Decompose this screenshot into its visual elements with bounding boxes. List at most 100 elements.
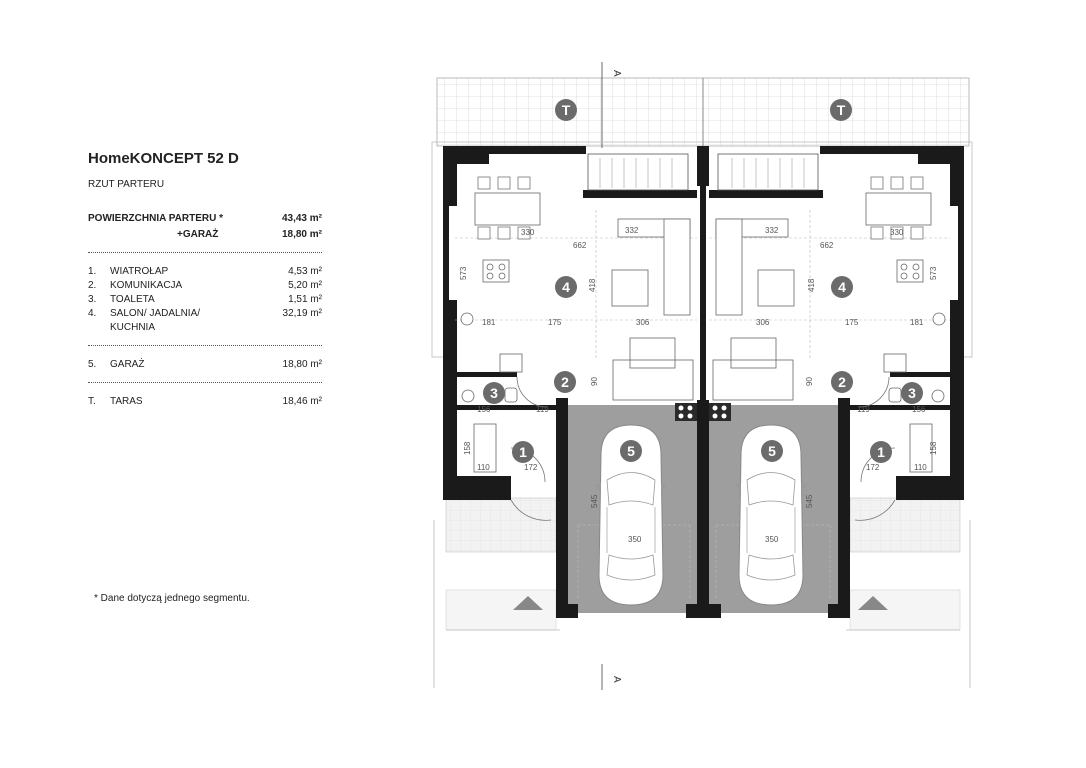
room-row: 3. TOALETA 1,51 m² bbox=[88, 293, 322, 307]
room-badges: T T 4 4 2 2 3 3 1 1 5 5 bbox=[483, 99, 923, 463]
dim-label: 172 bbox=[866, 463, 880, 472]
dim-label: 545 bbox=[590, 494, 599, 508]
room-name: KOMUNIKACJA bbox=[110, 280, 183, 291]
room-name: TOALETA bbox=[110, 294, 155, 305]
room-area: 5,20 m² bbox=[288, 280, 322, 291]
dim-label: 332 bbox=[625, 226, 639, 235]
room-area: 32,19 m² bbox=[282, 308, 322, 319]
area-label: POWIERZCHNIA PARTERU * bbox=[88, 213, 223, 224]
dim-label: 418 bbox=[807, 278, 816, 292]
dim-label: 350 bbox=[628, 535, 642, 544]
dim-label: 119 bbox=[857, 405, 870, 414]
room-row-continued: KUCHNIA bbox=[88, 321, 322, 335]
dim-label: 330 bbox=[890, 228, 904, 237]
room-name: WIATROŁAP bbox=[110, 266, 169, 277]
room-number: T. bbox=[88, 396, 96, 407]
badge-label: 1 bbox=[877, 444, 885, 460]
dim-label: 156 bbox=[912, 405, 926, 414]
dim-label: 573 bbox=[459, 266, 468, 280]
walls bbox=[443, 146, 964, 618]
furniture-right bbox=[712, 176, 946, 473]
dimension-labels: 330 662 332 573 418 181 175 306 90 156 1… bbox=[459, 226, 938, 544]
badge-room-5-right bbox=[761, 440, 783, 462]
terrace-row: T. TARAS 18,46 m² bbox=[88, 395, 322, 409]
separator bbox=[88, 382, 322, 383]
dim-label: 110 bbox=[477, 463, 490, 472]
dim-label: 158 bbox=[929, 441, 938, 455]
dim-label: 119 bbox=[536, 405, 549, 414]
room-number: 2. bbox=[88, 280, 97, 291]
footnote: * Dane dotyczą jednego segmentu. bbox=[94, 593, 250, 604]
room-name: SALON/ JADALNIA/ bbox=[110, 308, 201, 319]
room-row: 1. WIATROŁAP 4,53 m² bbox=[88, 265, 322, 279]
room-number: 4. bbox=[88, 308, 97, 319]
room-name: TARAS bbox=[110, 396, 143, 407]
dim-label: 110 bbox=[914, 463, 927, 472]
dim-label: 90 bbox=[590, 377, 599, 386]
garage-room-row: 5.GARAŻ 18,80 m² bbox=[88, 358, 322, 372]
badge-terrace-left bbox=[555, 99, 577, 121]
badge-label: 1 bbox=[519, 444, 527, 460]
dim-label: 175 bbox=[845, 318, 859, 327]
entry-arrow-right bbox=[858, 596, 888, 610]
badge-room-4-right bbox=[831, 276, 853, 298]
garage-area-label: +GARAŻ bbox=[177, 229, 219, 240]
badge-room-5-left bbox=[620, 440, 642, 462]
area-value: 43,43 m² bbox=[281, 213, 322, 224]
dim-label: 306 bbox=[636, 318, 650, 327]
dim-label: 158 bbox=[463, 441, 472, 455]
dim-label: 545 bbox=[805, 494, 814, 508]
badge-label: 5 bbox=[627, 443, 635, 459]
dim-label: 306 bbox=[756, 318, 770, 327]
room-name: KUCHNIA bbox=[110, 322, 156, 333]
dim-label: 156 bbox=[477, 405, 491, 414]
badge-room-2-left bbox=[554, 371, 576, 393]
dim-label: 662 bbox=[820, 241, 834, 250]
furniture-left bbox=[460, 176, 694, 473]
room-area: 1,51 m² bbox=[288, 294, 322, 305]
dim-label: 350 bbox=[765, 535, 779, 544]
room-area: 18,46 m² bbox=[282, 396, 322, 407]
section-marker-top: A bbox=[611, 70, 622, 77]
room-area: 4,53 m² bbox=[288, 266, 322, 277]
badge-label: 3 bbox=[908, 385, 916, 401]
dim-label: 181 bbox=[910, 318, 924, 327]
badge-label: 4 bbox=[838, 279, 846, 295]
dim-label: 90 bbox=[805, 377, 814, 386]
room-name: GARAŻ bbox=[110, 359, 145, 370]
dim-label: 181 bbox=[482, 318, 496, 327]
area-row: POWIERZCHNIA PARTERU * 43,43 m² bbox=[88, 212, 322, 226]
badge-room-3-right bbox=[901, 382, 923, 404]
badge-room-1-right bbox=[870, 441, 892, 463]
badge-label: T bbox=[837, 102, 846, 118]
room-area: 18,80 m² bbox=[282, 359, 322, 370]
badge-room-1-left bbox=[512, 441, 534, 463]
badge-label: 2 bbox=[561, 374, 569, 390]
badge-label: T bbox=[562, 102, 571, 118]
badge-label: 5 bbox=[768, 443, 776, 459]
room-number: 3. bbox=[88, 294, 97, 305]
badge-label: 3 bbox=[490, 385, 498, 401]
room-number: 1. bbox=[88, 266, 97, 277]
dim-label: 573 bbox=[929, 266, 938, 280]
garage-area-row: +GARAŻ 18,80 m² bbox=[88, 228, 322, 242]
drawing-subtitle: RZUT PARTERU bbox=[88, 179, 165, 190]
badge-label: 4 bbox=[562, 279, 570, 295]
dim-label: 418 bbox=[588, 278, 597, 292]
section-marker-bottom: A bbox=[611, 676, 622, 683]
badge-room-2-right bbox=[831, 371, 853, 393]
badge-terrace-right bbox=[830, 99, 852, 121]
badge-room-3-left bbox=[483, 382, 505, 404]
separator bbox=[88, 252, 322, 253]
dim-label: 172 bbox=[524, 463, 538, 472]
dim-label: 332 bbox=[765, 226, 779, 235]
separator bbox=[88, 345, 322, 346]
badge-room-4-left bbox=[555, 276, 577, 298]
badge-label: 2 bbox=[838, 374, 846, 390]
entry-arrow-left bbox=[513, 596, 543, 610]
room-row: 2. KOMUNIKACJA 5,20 m² bbox=[88, 279, 322, 293]
project-title: HomeKONCEPT 52 D bbox=[88, 150, 239, 167]
legend-panel: HomeKONCEPT 52 D RZUT PARTERU POWIERZCHN… bbox=[88, 150, 322, 409]
dim-label: 330 bbox=[521, 228, 535, 237]
